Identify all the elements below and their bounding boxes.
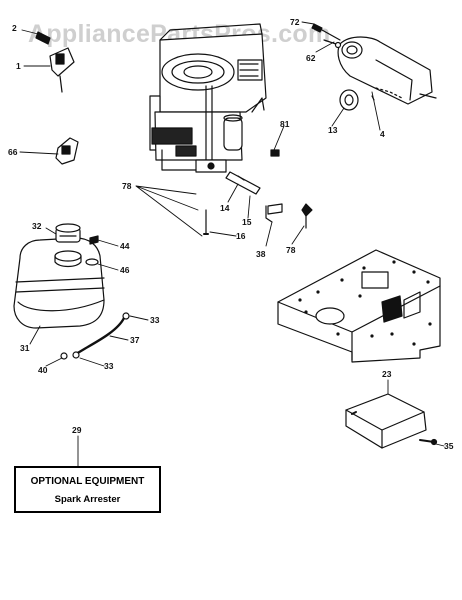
callout-78-right: 78 [286,245,296,255]
callout-78-left: 78 [122,181,132,191]
callout-31: 31 [20,343,30,353]
engine-illustration [149,23,267,173]
callout-46: 46 [120,265,130,275]
callout-33-lower: 33 [104,361,114,371]
bracket-66-illustration [55,137,79,165]
callout-29: 29 [72,425,82,435]
callout-72: 72 [290,17,300,27]
callout-37: 37 [130,335,140,345]
callout-2: 2 [12,23,17,33]
spark-arrester-label: Spark Arrester [54,494,121,505]
callout-35: 35 [444,441,454,451]
callout-4: 4 [380,129,385,139]
callout-32: 32 [32,221,42,231]
callout-14: 14 [220,203,230,213]
callout-62: 62 [306,53,316,63]
fuel-tank-illustration [13,237,105,329]
throttle-bracket-illustration [35,31,75,93]
callout-81: 81 [280,119,290,129]
gasket-illustration [339,89,359,111]
callout-16: 16 [236,231,246,241]
callout-40: 40 [38,365,48,375]
callout-66: 66 [8,147,18,157]
optional-equipment-title: OPTIONAL EQUIPMENT [30,476,145,487]
chassis-plate-illustration [277,249,441,363]
heat-shield-illustration [345,393,427,449]
callout-44: 44 [120,241,130,251]
callout-15: 15 [242,217,252,227]
fuel-cap-illustration [55,223,81,243]
callout-1: 1 [16,61,21,71]
callout-13: 13 [328,125,338,135]
callout-23: 23 [382,369,392,379]
callout-38: 38 [256,249,266,259]
optional-equipment-box: OPTIONAL EQUIPMENT Spark Arrester [14,466,161,513]
callout-33-upper: 33 [150,315,160,325]
